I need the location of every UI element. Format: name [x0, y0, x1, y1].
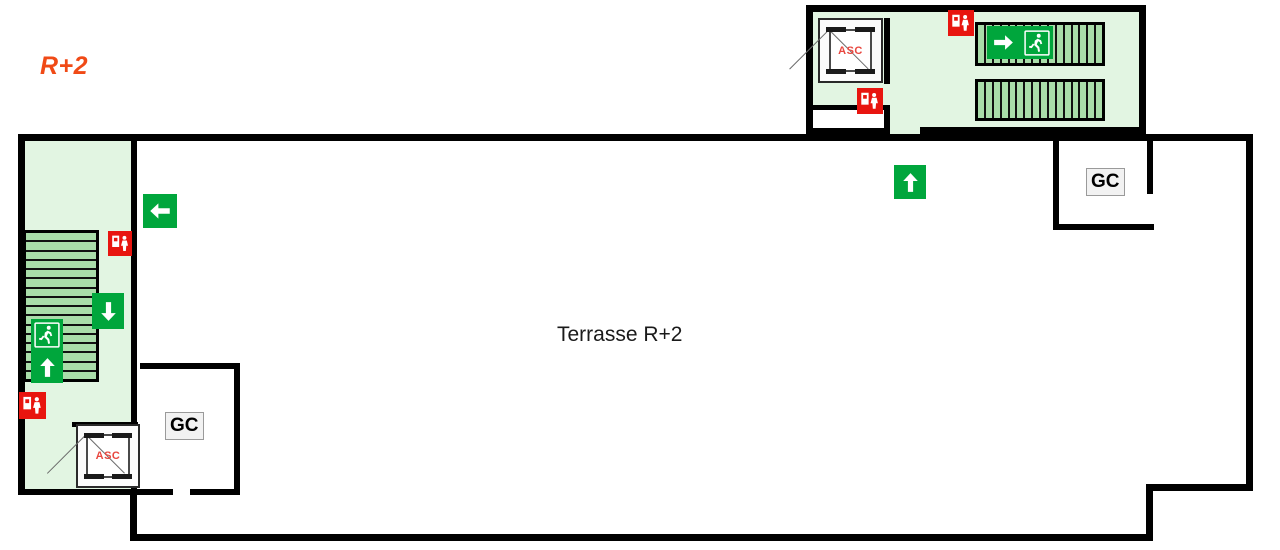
emergency-exit-running-man-icon — [1020, 26, 1053, 59]
elevator-door-panel — [84, 433, 104, 438]
wall-main-top — [18, 134, 1153, 141]
elevator-car-outline — [828, 28, 873, 73]
wall-gc-right-left — [1053, 141, 1059, 230]
exit-arrow-up-icon — [31, 351, 63, 383]
stair-tread — [1010, 82, 1018, 118]
exit-sign-group-top-right — [987, 26, 1053, 59]
stair-tread — [1057, 25, 1065, 63]
exit-arrow-left-icon — [143, 194, 177, 228]
wall-landing-topright-top — [813, 105, 890, 110]
stair-tread — [1073, 82, 1081, 118]
stair-tread — [1025, 82, 1034, 118]
stair-tread — [1033, 82, 1041, 118]
elevator-door-panel — [84, 474, 104, 479]
stair-tread — [978, 25, 986, 63]
wall-main-left — [18, 134, 25, 495]
exit-sign-group-left-stair — [31, 319, 63, 383]
stair-tread — [26, 252, 96, 261]
wall-elevator-topright-right — [884, 18, 890, 84]
exit-arrow-down-icon — [92, 293, 124, 329]
stair-tread — [1080, 25, 1089, 63]
emergency-exit-running-man-icon — [31, 319, 63, 351]
wall-topright-right — [1139, 5, 1146, 134]
elevator-door-panel — [112, 474, 132, 479]
stair-tread — [994, 82, 1002, 118]
wall-topright-top — [806, 5, 1146, 12]
exit-arrow-right-icon — [987, 26, 1020, 59]
stair-tread — [1096, 25, 1102, 63]
elevator-label: ASC — [95, 450, 121, 462]
wall-main-left-lower — [130, 495, 137, 541]
wall-gc-left-bottom-a — [137, 489, 173, 495]
fire-alarm-call-point-icon — [108, 231, 132, 256]
exit-arrow-up-icon — [894, 165, 926, 199]
elevator-door-panel — [826, 69, 847, 74]
terrace-room — [135, 134, 1146, 495]
floor-level-label: R+2 — [40, 52, 89, 80]
stair-tread — [1088, 82, 1097, 118]
wall-gc-left-right — [234, 363, 240, 490]
stair-tread — [26, 289, 96, 298]
stair-tread — [1096, 82, 1102, 118]
stair-tread — [26, 242, 96, 252]
stair-tread — [1057, 82, 1065, 118]
stair-tread — [26, 298, 96, 307]
stair-top-right-lower — [975, 79, 1105, 121]
wall-main-bottom-step-vertical — [1146, 484, 1153, 541]
stair-tread — [1088, 25, 1097, 63]
gc-label-right: GC — [1086, 168, 1125, 196]
stair-tread — [1049, 25, 1057, 63]
stair-tread — [1065, 82, 1073, 118]
wall-gc-right-divider — [1147, 141, 1153, 194]
wall-stairwell-left-bottom — [18, 489, 137, 495]
wall-gc-left-bottom-b — [190, 489, 240, 495]
wall-main-right — [1246, 134, 1253, 490]
wall-main-top-right-extension — [1146, 134, 1253, 141]
wall-topright-left — [806, 5, 813, 134]
wall-topright-bottom — [920, 127, 1146, 134]
elevator-door-panel — [854, 27, 875, 32]
stair-tread — [26, 233, 96, 243]
wall-landing-topright-right — [884, 105, 890, 134]
wall-stairwell-left-divider-lower — [131, 236, 137, 495]
stair-tread — [26, 270, 96, 280]
stair-tread — [26, 261, 96, 270]
stair-tread — [1065, 25, 1073, 63]
elevator-car-outline — [86, 434, 130, 478]
elevator-door-panel — [826, 27, 847, 32]
fire-alarm-call-point-icon — [948, 10, 974, 36]
elevator-top-right[interactable]: ASC — [818, 18, 883, 83]
elevator-door-panel — [854, 69, 875, 74]
terrace-label: Terrasse R+2 — [557, 323, 683, 346]
stair-tread — [1017, 82, 1026, 118]
stair-tread — [1073, 25, 1081, 63]
stair-tread — [26, 279, 96, 289]
stair-tread — [978, 82, 986, 118]
wall-gc-right-bottom — [1053, 224, 1154, 230]
elevator-door-panel — [112, 433, 132, 438]
fire-alarm-call-point-icon — [857, 88, 883, 114]
wall-landing-topright-bottom — [806, 128, 890, 134]
wall-main-bottom-step-horizontal — [1146, 484, 1253, 491]
stair-tread — [1002, 82, 1010, 118]
fire-alarm-call-point-icon — [19, 392, 46, 419]
stair-tread — [1041, 82, 1049, 118]
stair-tread — [26, 307, 96, 317]
stair-tread — [986, 82, 994, 118]
gc-label-left: GC — [165, 412, 204, 440]
wall-stairwell-left-divider-upper — [131, 141, 137, 236]
wall-gc-left-top — [140, 363, 240, 369]
wall-main-bottom — [130, 534, 1153, 541]
stair-tread — [1049, 82, 1057, 118]
elevator-label: ASC — [838, 44, 863, 57]
elevator-left[interactable]: ASC — [76, 424, 140, 488]
stair-tread — [1080, 82, 1089, 118]
